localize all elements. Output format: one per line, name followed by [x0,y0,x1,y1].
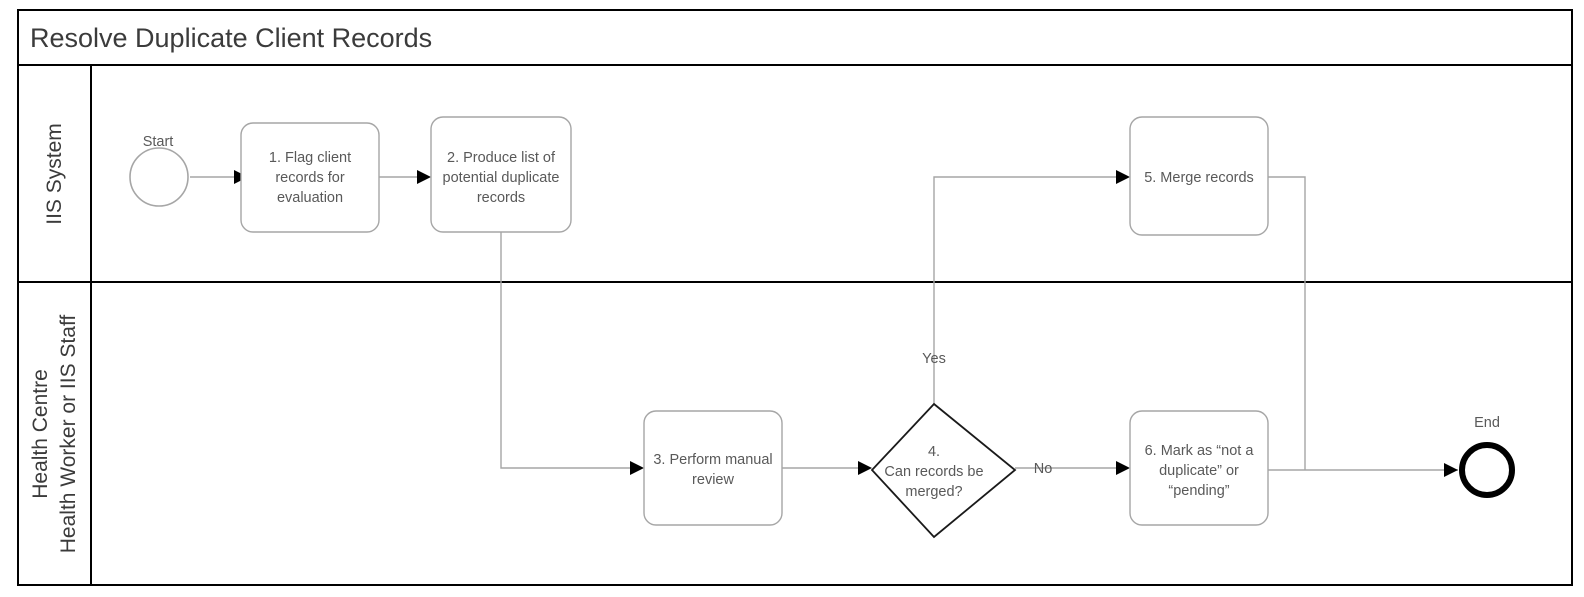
start-event-circle[interactable] [129,147,189,207]
task-1-line-1: 1. Flag client [269,150,351,166]
task-6-line-2: duplicate” or [1159,463,1239,479]
gateway-4-line-3: merged? [905,484,962,500]
task-1-box[interactable] [240,122,380,233]
task-2-line-1: 2. Produce list of [447,150,556,166]
task-6-box[interactable] [1129,410,1269,526]
task-1-line-3: evaluation [277,190,343,206]
task-1-line-2: records for [275,170,344,186]
pool-outer-border [17,9,1573,586]
start-event[interactable]: Start [129,134,189,207]
flow-label-no: No [1034,461,1053,477]
pool-frame [17,9,1573,586]
task-produce-duplicate-list[interactable]: 2. Produce list of potential duplicate r… [430,116,572,233]
task-3-box[interactable] [643,410,783,526]
gateway-can-records-be-merged[interactable]: 4. Can records be merged? [870,402,1017,539]
arrow-head-task2 [417,170,431,184]
lane-label-health-centre-line2: Health Worker or IIS Staff [57,315,80,554]
gateway-4-diamond[interactable] [870,402,1017,539]
arrow-head-gateway4 [858,461,872,475]
task-perform-manual-review[interactable]: 3. Perform manual review [643,410,783,526]
lane-label-iis-system-text: IIS System [43,123,66,225]
start-event-label: Start [143,134,174,150]
flow-task5-to-end [1268,176,1306,470]
lane-label-health-centre-line1: Health Centre [29,369,52,499]
gateway-4-line-2: Can records be [884,464,983,480]
task-6-line-3: “pending” [1168,483,1229,499]
flow-label-yes: Yes [922,351,946,367]
arrow-head-task5 [1116,170,1130,184]
flow-task2-to-task3 [500,232,630,469]
task-6-line-1: 6. Mark as “not a [1145,443,1255,459]
end-event[interactable]: End [1459,415,1515,498]
task-3-line-2: review [692,472,734,488]
task-2-line-2: potential duplicate [443,170,560,186]
task-3-line-1: 3. Perform manual [653,452,772,468]
gateway-4-line-1: 4. [928,444,940,460]
lane-label-health-centre: Health Centre Health Worker or IIS Staff [29,315,80,554]
task-merge-records[interactable]: 5. Merge records [1129,116,1269,236]
page-title: Resolve Duplicate Client Records [30,23,432,53]
task-5-box[interactable] [1129,116,1269,236]
lane-label-iis-system: IIS System [43,123,66,225]
sequence-flows: up and right to task 5 --> right to task… [190,170,1458,477]
arrow-head-task6 [1116,461,1130,475]
task-2-line-3: records [477,190,525,206]
end-event-label: End [1474,415,1500,431]
task-flag-client-records[interactable]: 1. Flag client records for evaluation [240,122,380,233]
arrow-head-task3 [630,461,644,475]
flow-gateway4-yes-to-task5 [933,176,1116,404]
task-5-line-1: 5. Merge records [1144,170,1254,186]
task-mark-not-duplicate[interactable]: 6. Mark as “not a duplicate” or “pending… [1129,410,1269,526]
arrow-head-end-event [1444,463,1458,477]
task-2-box[interactable] [430,116,572,233]
end-event-circle[interactable] [1459,442,1515,498]
